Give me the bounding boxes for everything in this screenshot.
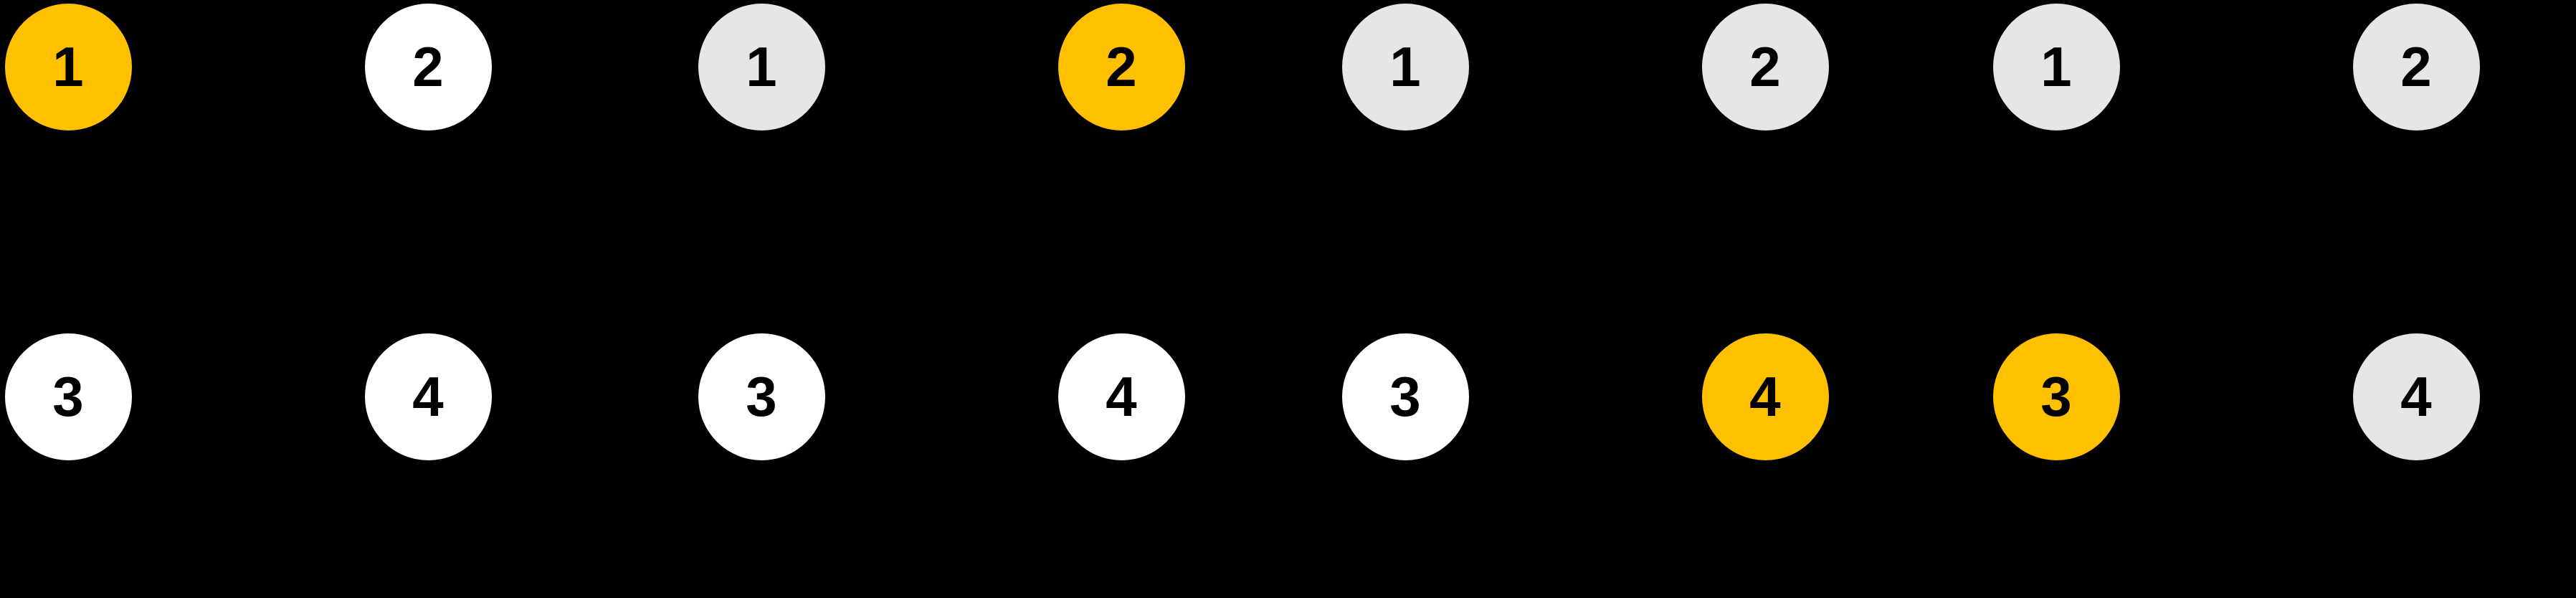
graph-state-panel-state-1: 1 2 3 4: [4, 0, 492, 598]
graph-node-4-current: 4: [1701, 333, 1829, 460]
graph-node-1-current: 1: [4, 3, 132, 130]
graph-state-panel-state-4: 1 2 3 4: [1992, 0, 2480, 598]
graph-node-4-unvisited: 4: [364, 333, 492, 460]
graph-node-4-unvisited: 4: [1058, 333, 1185, 460]
graph-node-1-visited: 1: [698, 3, 825, 130]
graph-node-3-unvisited: 3: [1341, 333, 1469, 460]
graph-node-1-visited: 1: [1992, 3, 2120, 130]
graph-state-panel-state-3: 1 2 3 4: [1341, 0, 1829, 598]
graph-node-2-visited: 2: [2352, 3, 2480, 130]
graph-node-1-visited: 1: [1341, 3, 1469, 130]
graph-node-4-visited: 4: [2352, 333, 2480, 460]
graph-node-3-unvisited: 3: [698, 333, 825, 460]
graph-node-2-current: 2: [1058, 3, 1185, 130]
graph-node-3-unvisited: 3: [4, 333, 132, 460]
graph-state-panel-state-2: 1 2 3 4: [698, 0, 1185, 598]
graph-node-2-unvisited: 2: [364, 3, 492, 130]
graph-node-2-visited: 2: [1701, 3, 1829, 130]
graph-node-3-current: 3: [1992, 333, 2120, 460]
